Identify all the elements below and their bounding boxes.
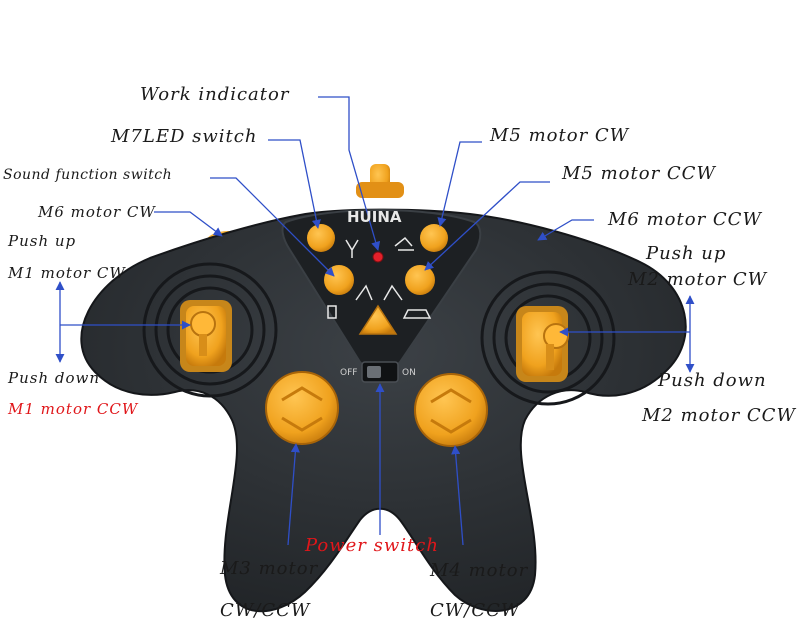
label-push-up-right: Push up <box>646 243 727 264</box>
horn-button[interactable] <box>358 304 398 335</box>
label-push-up-left: Push up <box>8 232 77 250</box>
antenna-knob <box>356 164 404 198</box>
label-m3-motor: M3 motor <box>220 558 319 579</box>
brand-logo: HUINA <box>347 208 402 226</box>
label-power-switch: Power switch <box>305 535 439 556</box>
m7led-switch-button[interactable] <box>307 224 335 252</box>
m5-ccw-button[interactable] <box>405 265 435 295</box>
m3-motor-button[interactable] <box>265 371 339 445</box>
label-work-indicator: Work indicator <box>140 84 290 105</box>
work-indicator-led <box>372 251 384 263</box>
label-m5-motor-ccw: M5 motor CCW <box>562 163 716 184</box>
sound-function-button[interactable] <box>324 265 354 295</box>
right-joystick[interactable] <box>516 306 569 382</box>
label-m7led-switch: M7LED switch <box>111 126 258 147</box>
label-m6-motor-ccw: M6 motor CCW <box>608 209 762 230</box>
m5-cw-button[interactable] <box>420 224 448 252</box>
switch-off-label: OFF <box>340 368 358 378</box>
right-stick-base <box>480 270 616 406</box>
label-m3-cw-ccw: CW/CCW <box>220 600 311 621</box>
label-m1-motor-ccw: M1 motor CCW <box>8 400 139 418</box>
label-sound-function-switch: Sound function switch <box>3 167 173 183</box>
label-push-down-left: Push down <box>8 369 101 387</box>
left-joystick[interactable] <box>180 300 232 372</box>
power-switch[interactable] <box>361 361 399 383</box>
label-m6-motor-cw: M6 motor CW <box>38 203 156 221</box>
label-m4-motor: M4 motor <box>430 560 529 581</box>
label-m5-motor-cw: M5 motor CW <box>490 125 630 146</box>
label-m2-motor-ccw: M2 motor CCW <box>642 405 796 426</box>
label-m4-cw-ccw: CW/CCW <box>430 600 521 621</box>
annotation-arrows <box>55 96 695 546</box>
label-m1-motor-cw: M1 motor CW <box>8 264 126 282</box>
m4-motor-button[interactable] <box>414 373 488 447</box>
label-push-down-right: Push down <box>658 370 767 391</box>
switch-on-label: ON <box>402 368 416 378</box>
panel-icons <box>327 236 432 319</box>
label-m2-motor-cw: M2 motor CW <box>628 269 768 290</box>
